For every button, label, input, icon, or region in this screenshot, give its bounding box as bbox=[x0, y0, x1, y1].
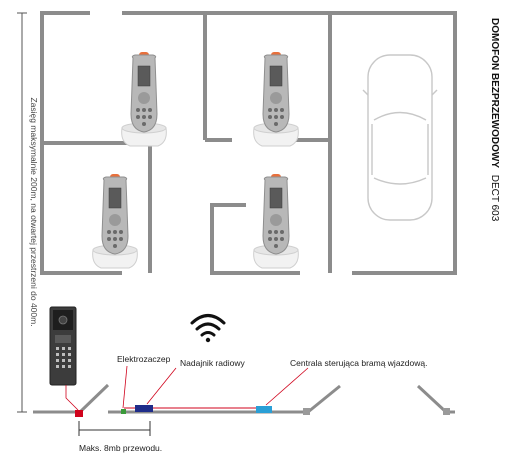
building-walls bbox=[40, 11, 457, 275]
product-title: DOMOFON BEZPRZEWODOWY DECT 603 bbox=[489, 18, 500, 222]
gate-controller-label: Centrala sterująca bramą wjazdową. bbox=[290, 358, 427, 368]
radio-transmitter-marker bbox=[135, 405, 153, 412]
product-title-model: DECT 603 bbox=[489, 175, 500, 222]
range-note: Zasięg maksymalnie 200m, na otwartej prz… bbox=[29, 97, 39, 326]
gate-post bbox=[443, 408, 450, 415]
car-icon bbox=[362, 54, 438, 221]
handset-icon bbox=[121, 51, 167, 147]
electric-lock-label: Elektrozaczep bbox=[117, 354, 171, 364]
gate-controller-marker bbox=[256, 406, 272, 413]
gate-post bbox=[303, 408, 310, 415]
wifi-signal-icon bbox=[190, 314, 226, 343]
cable-length-dimension bbox=[78, 421, 151, 436]
product-title-bold: DOMOFON BEZPRZEWODOWY bbox=[489, 18, 500, 168]
leader-lines bbox=[65, 365, 309, 411]
electric-lock-marker bbox=[75, 410, 83, 417]
door-intercom-panel-icon bbox=[49, 306, 77, 386]
handset-icon bbox=[253, 51, 299, 147]
handset-icon bbox=[92, 173, 138, 269]
range-dimension-line bbox=[17, 12, 27, 413]
door-contact-marker bbox=[121, 409, 126, 414]
max-cable-label: Maks. 8mb przewodu. bbox=[79, 443, 162, 453]
radio-transmitter-label: Nadajnik radiowy bbox=[180, 358, 245, 368]
handset-icon bbox=[253, 173, 299, 269]
